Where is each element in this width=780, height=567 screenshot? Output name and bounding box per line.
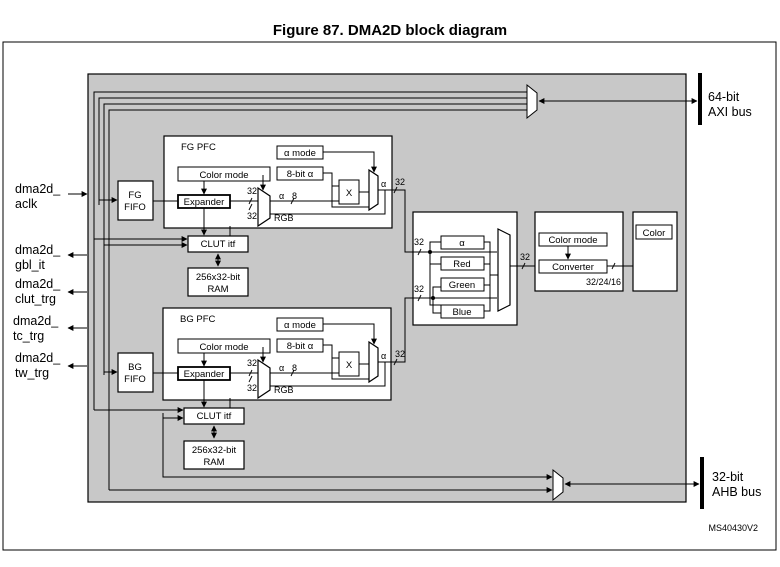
- ahb-slave-mux: [552, 468, 564, 502]
- blender-in-bg-width: 32: [414, 284, 424, 294]
- blender: 32 32 α Red Green Blue 32: [405, 211, 535, 326]
- fg-pfc-label: FG PFC: [181, 142, 216, 153]
- output-pfc-box: [534, 211, 624, 292]
- signal-aclk: dma2d_ aclk: [15, 182, 88, 211]
- fg-color-mode-label: Color mode: [199, 170, 248, 181]
- output-color-label: Color: [643, 228, 666, 239]
- fg-section: FG FIFO FG PFC Color mode Expander α mod…: [94, 135, 437, 297]
- bg-clut-itf: [183, 407, 245, 425]
- fg-color-mode: [177, 166, 271, 182]
- bg-expander-label: Expander: [184, 369, 225, 380]
- bg-rgb-label: RGB: [274, 385, 294, 395]
- output-color-mode: [538, 232, 608, 247]
- bg-fifo: [117, 352, 154, 393]
- blender-out-width: 32: [520, 252, 530, 262]
- fg-clut-ram: [187, 267, 249, 297]
- ahb-bus-bar: [700, 457, 704, 509]
- signal-aclk-label-2: aclk: [15, 197, 38, 211]
- bg-clut-itf-label: CLUT itf: [197, 411, 232, 422]
- fg-fifo: [117, 180, 154, 221]
- bg-alpha-8bit-label: 8-bit α: [287, 341, 314, 352]
- output-fifo-box: [632, 211, 678, 292]
- signal-tw-trg-label-1: dma2d_: [15, 351, 61, 365]
- fg-bus-width-8: 8: [292, 191, 297, 201]
- blender-channel-red-label: Red: [453, 259, 470, 270]
- figure-title: Figure 87. DMA2D block diagram: [272, 22, 508, 39]
- blender-in-fg-width: 32: [414, 237, 424, 247]
- fg-bus-width-32b: 32: [247, 211, 257, 221]
- bg-fifo-label-2: FIFO: [124, 374, 146, 385]
- blender-channel-green-label: Green: [449, 280, 475, 291]
- signal-clut-trg-label-1: dma2d_: [15, 277, 61, 291]
- bg-bus-width-8: 8: [292, 363, 297, 373]
- fg-alpha-mux: [368, 168, 379, 212]
- bg-fifo-label-1: BG: [128, 362, 142, 373]
- output-fifo: Color: [632, 211, 678, 292]
- bus-width-slashes: [248, 186, 616, 383]
- bg-rgb-mux: [257, 358, 271, 400]
- fg-fifo-label-2: FIFO: [124, 202, 146, 213]
- figure-id: MS40430V2: [708, 523, 758, 533]
- bg-out-width-32: 32: [395, 349, 405, 359]
- bg-alpha-out-label: α: [381, 351, 386, 361]
- axi-bus-bar: [698, 73, 702, 125]
- signal-clut-trg-label-2: clut_trg: [15, 292, 56, 306]
- fg-alpha-label: α: [279, 191, 284, 201]
- axi-bus-label-2: AXI bus: [708, 105, 752, 119]
- blender-channel-alpha-label: α: [459, 238, 465, 249]
- output-widths-label: 32/24/16: [586, 277, 621, 287]
- fg-rgb-label: RGB: [274, 213, 294, 223]
- fg-clut-ram-label-2: RAM: [207, 284, 228, 295]
- blender-output-mux: [497, 228, 511, 312]
- bg-alpha-label: α: [279, 363, 284, 373]
- fg-out-width-32: 32: [395, 177, 405, 187]
- bg-multiplier-label: X: [346, 360, 353, 371]
- bg-bus-width-32b: 32: [247, 383, 257, 393]
- axi-internal-lines: [93, 91, 527, 490]
- signal-gbl-it: dma2d_ gbl_it: [15, 243, 87, 272]
- fg-bus-width-32a: 32: [247, 186, 257, 196]
- signal-clut-trg: dma2d_ clut_trg: [15, 277, 87, 306]
- bg-bus-width-32a: 32: [247, 358, 257, 368]
- output-converter-label: Converter: [552, 262, 594, 273]
- blender-channel-blue-label: Blue: [452, 307, 471, 318]
- bg-alpha-mux: [368, 340, 379, 384]
- signal-gbl-it-label-1: dma2d_: [15, 243, 61, 257]
- bg-clut-ram: [183, 440, 245, 470]
- fg-fifo-label-1: FG: [128, 190, 141, 201]
- fg-clut-itf-label: CLUT itf: [201, 239, 236, 250]
- bg-color-mode-label: Color mode: [199, 342, 248, 353]
- ahb-bus-label-1: 32-bit: [712, 470, 744, 484]
- fg-alpha-8bit-label: 8-bit α: [287, 169, 314, 180]
- bg-pfc-label: BG PFC: [180, 314, 216, 325]
- signal-tw-trg: dma2d_ tw_trg: [15, 351, 87, 380]
- fg-rgb-mux: [257, 186, 271, 228]
- axi-bus-label-1: 64-bit: [708, 90, 740, 104]
- bg-color-mode: [177, 338, 271, 354]
- fg-alpha-mode-label: α mode: [284, 148, 316, 159]
- fg-expander-label: Expander: [184, 197, 225, 208]
- output-color-mode-label: Color mode: [548, 235, 597, 246]
- bg-alpha-mode-label: α mode: [284, 320, 316, 331]
- fg-clut-itf: [187, 235, 249, 253]
- axi-master-mux: [526, 83, 538, 120]
- figure-frame: [2, 41, 777, 551]
- bg-clut-ram-label-2: RAM: [203, 457, 224, 468]
- bg-section: BG FIFO BG PFC Color mode Expander α mod…: [94, 297, 437, 477]
- signal-tc-trg-label-1: dma2d_: [13, 314, 59, 328]
- ahb-bus-label-2: AHB bus: [712, 485, 761, 499]
- fg-multiplier-label: X: [346, 188, 353, 199]
- signal-gbl-it-label-2: gbl_it: [15, 258, 45, 272]
- signal-tw-trg-label-2: tw_trg: [15, 366, 49, 380]
- output-pfc: Color mode Converter 32/24/16: [534, 211, 633, 292]
- fg-alpha-out-label: α: [381, 179, 386, 189]
- signal-tc-trg-label-2: tc_trg: [13, 329, 44, 343]
- signal-tc-trg: dma2d_ tc_trg: [13, 314, 87, 343]
- bg-clut-ram-label-1: 256x32-bit: [192, 445, 237, 456]
- fg-clut-ram-label-1: 256x32-bit: [196, 272, 241, 283]
- output-color-register: [635, 224, 673, 240]
- signal-aclk-label-1: dma2d_: [15, 182, 61, 196]
